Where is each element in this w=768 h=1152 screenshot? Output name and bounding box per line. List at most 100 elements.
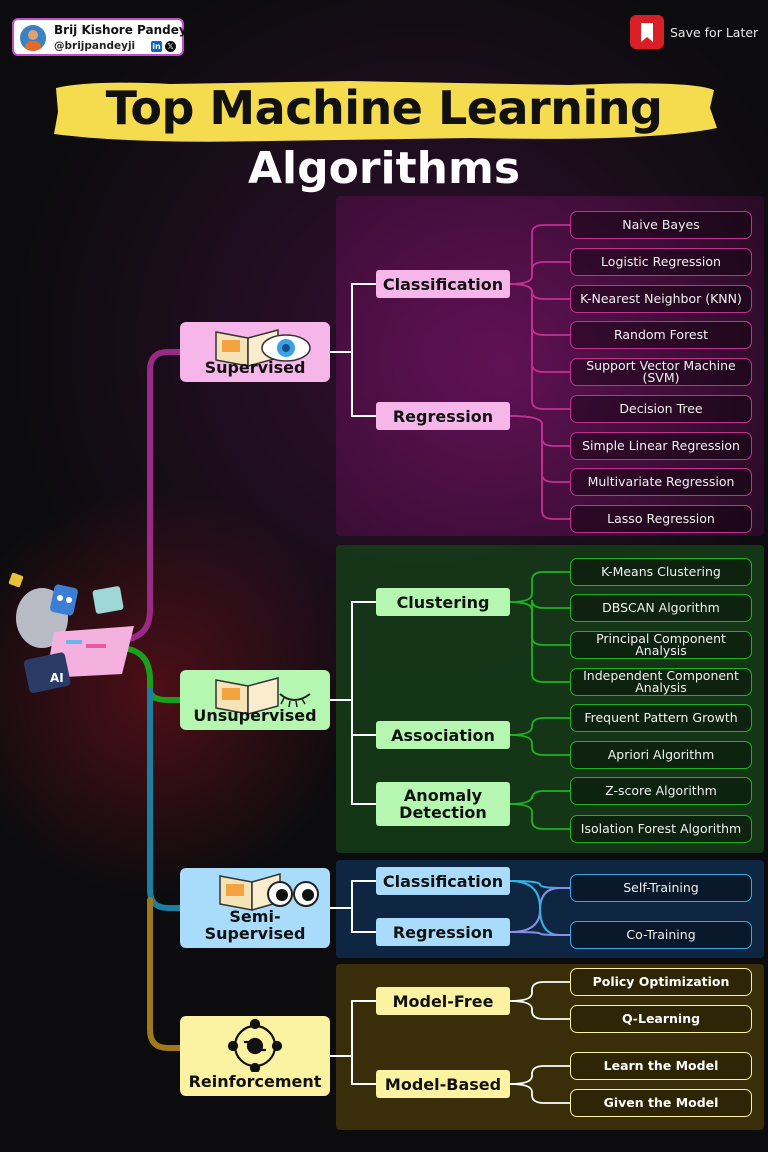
branch-reinforcement: Reinforcement xyxy=(180,1016,330,1096)
leaf-given-the-model: Given the Model xyxy=(570,1089,752,1117)
category-model-based-reinforcement: Model-Based xyxy=(376,1070,510,1098)
author-name: Brij Kishore Pandey xyxy=(54,23,187,37)
title-line-2: Algorithms xyxy=(247,143,521,194)
category-model-based-reinforcement-label: Model-Based xyxy=(384,1074,502,1094)
category-anomaly-detection-unsupervised: Anomaly Detection xyxy=(376,782,510,826)
branch-unsupervised: Unsupervised xyxy=(180,670,330,730)
category-regression-semi: Regression xyxy=(376,918,510,946)
leaf-lasso-regression-label: Lasso Regression xyxy=(607,511,715,526)
open-book-eye-icon xyxy=(180,322,330,375)
leaf-apriori-algorithm-label: Apriori Algorithm xyxy=(607,747,715,762)
branch-semi-label: Semi-Supervised xyxy=(204,907,306,943)
connector-line xyxy=(509,734,571,756)
x-icon[interactable]: 𝕏 xyxy=(165,41,176,52)
connector-line xyxy=(147,897,183,1051)
leaf-logistic-regression-label: Logistic Regression xyxy=(601,254,721,269)
author-card[interactable]: Brij Kishore Pandey @brijpandeyji in 𝕏 xyxy=(12,18,187,56)
leaf-naive-bayes: Naive Bayes xyxy=(570,211,752,239)
leaf-z-score-algorithm-label: Z-score Algorithm xyxy=(605,783,717,798)
leaf-support-vector-machine-svm-: Support Vector Machine (SVM) xyxy=(570,358,752,386)
category-classification-semi: Classification xyxy=(376,867,510,895)
connector-line xyxy=(509,1065,571,1085)
connector-line xyxy=(509,931,571,936)
category-anomaly-detection-unsupervised-label: Anomaly Detection xyxy=(399,786,487,822)
connector-line xyxy=(147,349,183,613)
leaf-simple-linear-regression: Simple Linear Regression xyxy=(570,432,752,460)
leaf-frequent-pattern-growth: Frequent Pattern Growth xyxy=(570,704,752,732)
leaf-multivariate-regression-label: Multivariate Regression xyxy=(587,474,735,489)
save-for-later-button[interactable]: Save for Later xyxy=(630,15,759,49)
connector-line xyxy=(509,790,571,805)
connector-line xyxy=(509,880,571,936)
connector-line xyxy=(509,415,571,483)
leaf-random-forest: Random Forest xyxy=(570,321,752,349)
leaf-given-the-model-label: Given the Model xyxy=(603,1095,719,1110)
leaf-decision-tree: Decision Tree xyxy=(570,395,752,423)
leaf-isolation-forest-algorithm: Isolation Forest Algorithm xyxy=(570,815,752,843)
category-clustering-unsupervised-label: Clustering xyxy=(396,592,490,612)
connector-line xyxy=(509,283,571,300)
leaf-z-score-algorithm: Z-score Algorithm xyxy=(570,777,752,805)
connector-line xyxy=(509,601,571,683)
author-handle: @brijpandeyji xyxy=(54,40,136,52)
connector-line xyxy=(509,224,571,285)
leaf-apriori-algorithm: Apriori Algorithm xyxy=(570,741,752,769)
leaf-random-forest-label: Random Forest xyxy=(613,327,709,342)
leaf-isolation-forest-algorithm-label: Isolation Forest Algorithm xyxy=(580,821,742,836)
leaf-independent-component-analysis-label: Independent Component Analysis xyxy=(583,668,739,695)
leaf-naive-bayes-label: Naive Bayes xyxy=(622,217,700,232)
category-association-unsupervised-label: Association xyxy=(391,725,495,745)
category-regression-semi-label: Regression xyxy=(392,922,494,942)
branch-unsupervised-label: Unsupervised xyxy=(193,706,317,725)
leaf-logistic-regression: Logistic Regression xyxy=(570,248,752,276)
robot-mascot-icon: AI xyxy=(6,566,140,694)
connector-line xyxy=(509,1083,571,1104)
save-label: Save for Later xyxy=(670,25,759,40)
category-classification-supervised-label: Classification xyxy=(382,274,504,294)
category-clustering-unsupervised: Clustering xyxy=(376,588,510,616)
category-classification-supervised: Classification xyxy=(376,270,510,298)
linkedin-icon[interactable]: in xyxy=(151,41,162,52)
open-book-eyes-icon xyxy=(180,868,330,921)
connector-line xyxy=(509,415,571,520)
leaf-principal-component-analysis-label: Principal Component Analysis xyxy=(596,631,726,658)
leaf-policy-optimization-label: Policy Optimization xyxy=(592,974,730,989)
connector-line xyxy=(509,283,571,336)
category-regression-supervised: Regression xyxy=(376,402,510,430)
branch-semi: Semi-Supervised xyxy=(180,868,330,948)
category-association-unsupervised: Association xyxy=(376,721,510,749)
title-line-1: Top Machine Learning xyxy=(105,81,663,135)
connector-line xyxy=(509,571,571,603)
leaf-q-learning: Q-Learning xyxy=(570,1005,752,1033)
leaf-policy-optimization: Policy Optimization xyxy=(570,968,752,996)
connector-line xyxy=(509,261,571,285)
leaf-k-nearest-neighbor-knn-: K-Nearest Neighbor (KNN) xyxy=(570,285,752,313)
category-model-free-reinforcement: Model-Free xyxy=(376,987,510,1015)
open-book-closed-eye-icon xyxy=(180,670,330,723)
leaf-simple-linear-regression-label: Simple Linear Regression xyxy=(582,438,740,453)
connector-line xyxy=(509,981,571,1002)
bookmark-icon xyxy=(630,15,664,49)
cycle-gear-icon xyxy=(180,1016,330,1075)
leaf-dbscan-algorithm: DBSCAN Algorithm xyxy=(570,594,752,622)
connector-line xyxy=(509,1000,571,1020)
branch-reinforcement-label: Reinforcement xyxy=(188,1072,322,1091)
category-classification-semi-label: Classification xyxy=(382,871,504,891)
leaf-dbscan-algorithm-label: DBSCAN Algorithm xyxy=(602,600,720,615)
branch-supervised-label: Supervised xyxy=(204,358,306,377)
svg-text:AI: AI xyxy=(50,671,64,685)
leaf-support-vector-machine-svm--label: Support Vector Machine (SVM) xyxy=(586,358,736,385)
connector-line xyxy=(509,717,571,736)
connector-line xyxy=(147,687,183,911)
leaf-self-training: Self-Training xyxy=(570,874,752,902)
leaf-frequent-pattern-growth-label: Frequent Pattern Growth xyxy=(584,710,738,725)
leaf-lasso-regression: Lasso Regression xyxy=(570,505,752,533)
category-model-free-reinforcement-label: Model-Free xyxy=(392,991,494,1011)
leaf-independent-component-analysis: Independent Component Analysis xyxy=(570,668,752,696)
leaf-learn-the-model-label: Learn the Model xyxy=(603,1058,719,1073)
leaf-k-nearest-neighbor-knn--label: K-Nearest Neighbor (KNN) xyxy=(580,291,742,306)
title-highlight xyxy=(54,81,717,142)
connector-line xyxy=(509,283,571,373)
leaf-decision-tree-label: Decision Tree xyxy=(619,401,703,416)
